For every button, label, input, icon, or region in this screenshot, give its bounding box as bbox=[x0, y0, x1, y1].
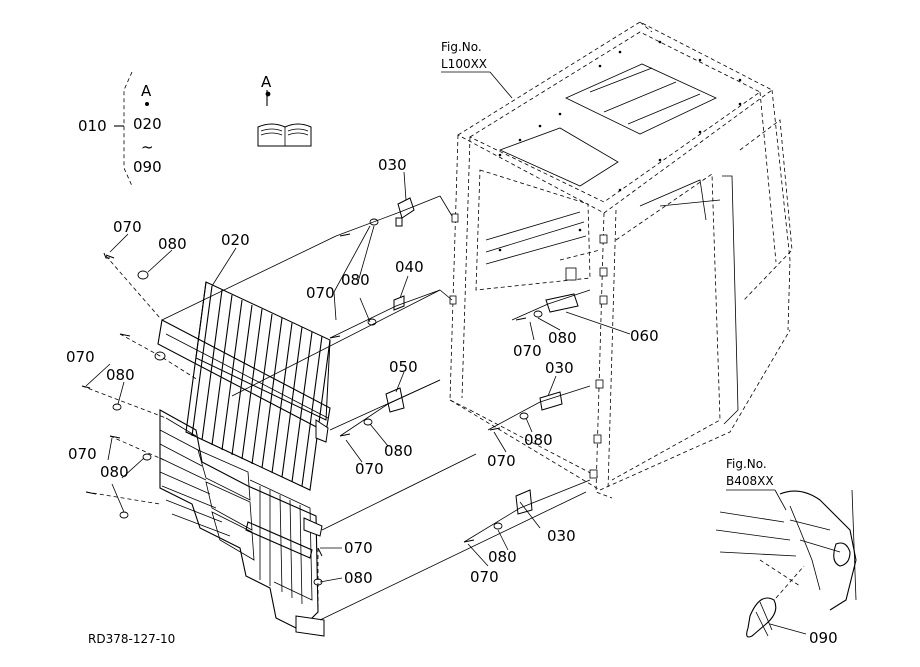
callout-080-left-low: 080 bbox=[100, 463, 129, 481]
leader-lines bbox=[85, 171, 807, 635]
bracket-030-low bbox=[515, 489, 533, 515]
bracket-030-top bbox=[395, 197, 415, 227]
bracket-050 bbox=[385, 387, 405, 413]
callout-070-left-low: 070 bbox=[68, 445, 97, 463]
callout-030-top: 030 bbox=[378, 156, 407, 174]
drawing-code: RD378-127-10 bbox=[88, 632, 175, 646]
callout-080-right-low: 080 bbox=[488, 548, 517, 566]
book-reference: A bbox=[257, 73, 312, 147]
callout-080-mid-upper: 080 bbox=[341, 271, 370, 289]
callout-070-right-mid: 070 bbox=[487, 452, 516, 470]
washers bbox=[112, 218, 543, 586]
callout-080-right-upper: 080 bbox=[548, 329, 577, 347]
range-legend: 010 A 020 ~ 090 bbox=[78, 71, 162, 187]
callout-080-lower-center: 080 bbox=[344, 569, 373, 587]
callout-090: 090 bbox=[809, 629, 838, 647]
callout-040: 040 bbox=[395, 258, 424, 276]
callout-070-mid-lower: 070 bbox=[355, 460, 384, 478]
bracket-060 bbox=[545, 293, 579, 313]
callout-080-mid-lower: 080 bbox=[384, 442, 413, 460]
detail-inset: Fig.No. B408XX bbox=[715, 457, 857, 611]
legend-start-part: 020 bbox=[133, 115, 162, 133]
callout-070-right-low: 070 bbox=[470, 568, 499, 586]
callout-070-left-mid: 070 bbox=[66, 348, 95, 366]
legend-end-part: 090 bbox=[133, 158, 162, 176]
callout-labels: 030 070 080 020 070 080 040 060 070 080 … bbox=[66, 156, 838, 647]
bracket-040 bbox=[393, 295, 405, 311]
callout-080-left-top: 080 bbox=[158, 235, 187, 253]
assembly-lines bbox=[81, 195, 591, 621]
cab-figure-reference: Fig.No. L100XX bbox=[441, 40, 513, 99]
svg-text:Fig.No.: Fig.No. bbox=[441, 40, 482, 54]
svg-text:L100XX: L100XX bbox=[441, 57, 487, 71]
callout-080-left-mid: 080 bbox=[106, 366, 135, 384]
callout-050: 050 bbox=[389, 358, 418, 376]
range-label: 010 bbox=[78, 117, 107, 135]
legend-marker-a: A bbox=[141, 82, 152, 100]
front-guard-020 bbox=[157, 281, 331, 491]
callout-030-mid: 030 bbox=[545, 359, 574, 377]
callout-070-mid-upper: 070 bbox=[306, 284, 335, 302]
callout-070-right-upper: 070 bbox=[513, 342, 542, 360]
callout-060: 060 bbox=[630, 327, 659, 345]
callout-070-left-top: 070 bbox=[113, 218, 142, 236]
callout-020: 020 bbox=[221, 231, 250, 249]
legend-dot bbox=[145, 102, 149, 106]
callout-070-lower-center: 070 bbox=[344, 539, 373, 557]
callout-030-low: 030 bbox=[547, 527, 576, 545]
legend-tilde: ~ bbox=[141, 138, 154, 156]
bracket-090-clip bbox=[746, 597, 777, 638]
front-guard-lower bbox=[159, 409, 325, 637]
cab-frame bbox=[449, 21, 793, 499]
book-icon bbox=[257, 123, 312, 147]
callout-080-right-mid: 080 bbox=[524, 431, 553, 449]
svg-text:B408XX: B408XX bbox=[726, 474, 774, 488]
book-marker: A bbox=[261, 73, 272, 91]
svg-text:Fig.No.: Fig.No. bbox=[726, 457, 767, 471]
